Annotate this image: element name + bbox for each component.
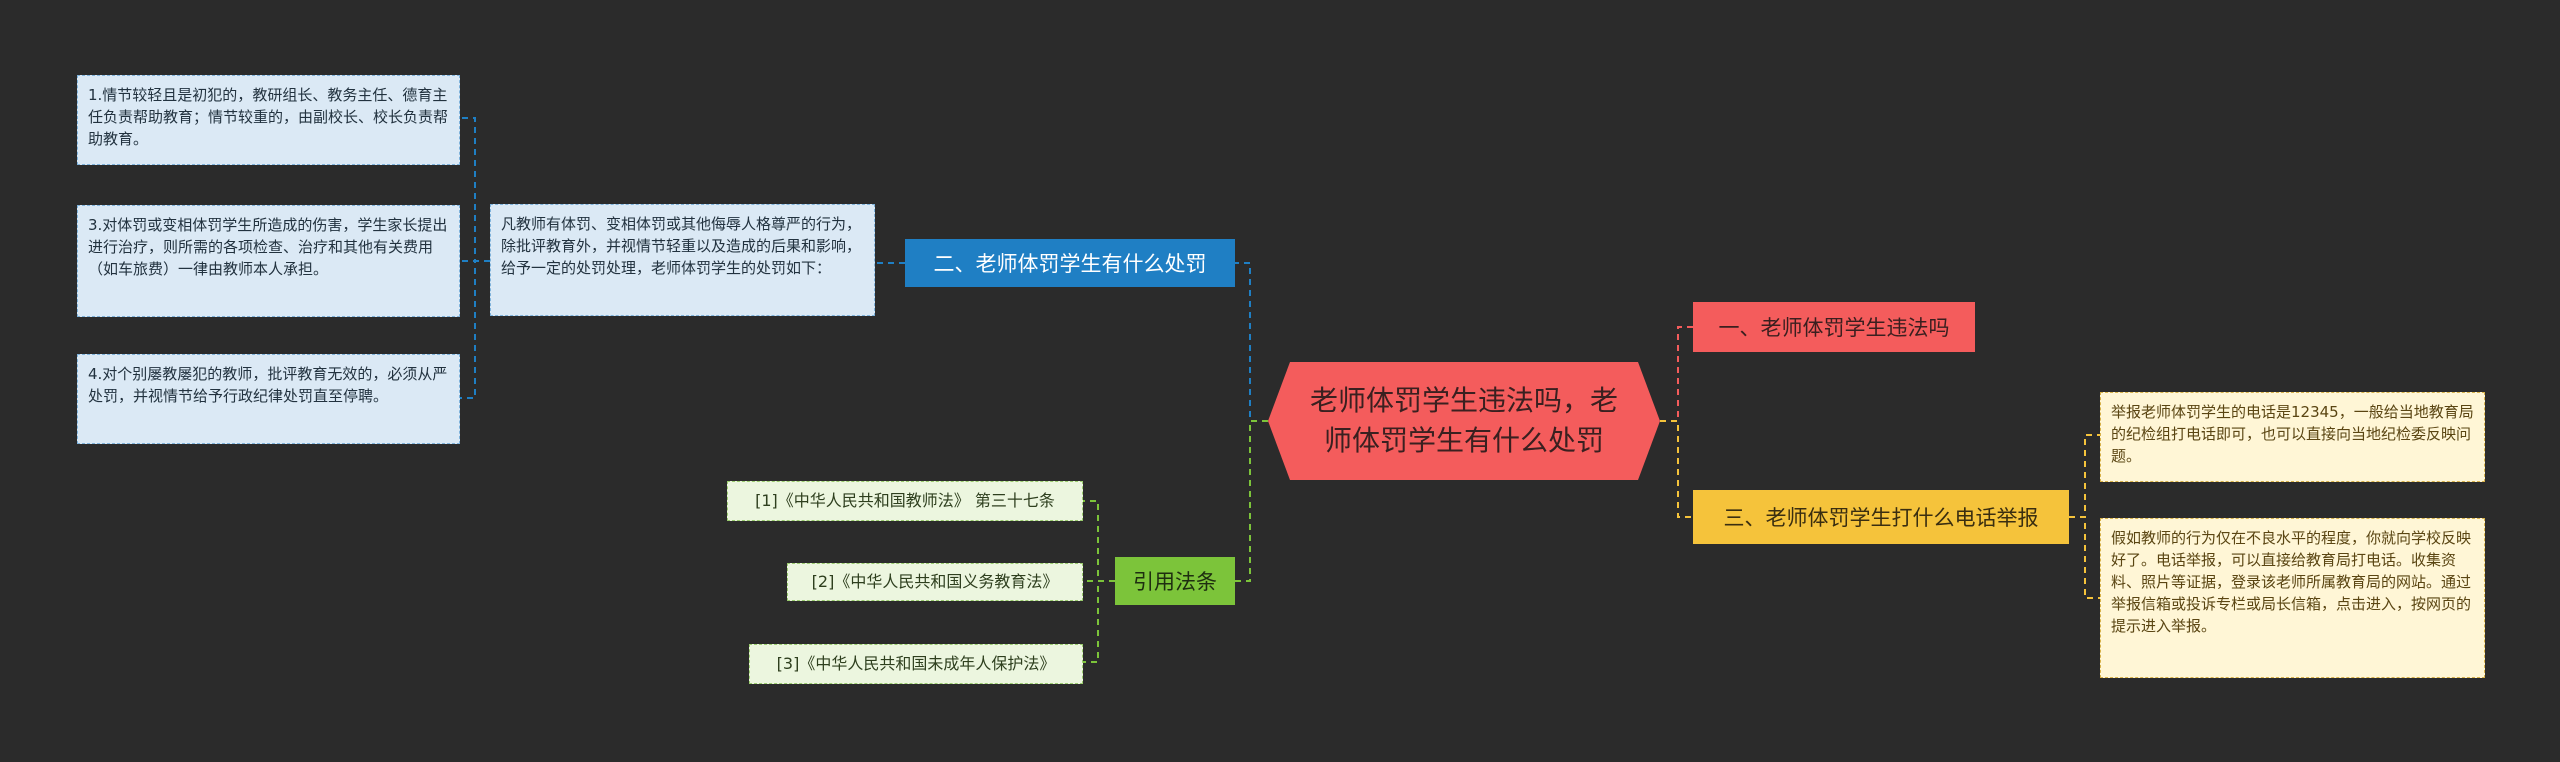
punishment-item-1[interactable]: 1.情节较轻且是初犯的，教研组长、教务主任、德育主任负责帮助教育；情节较重的，由… (77, 75, 460, 165)
reference-item-2[interactable]: [2]《中华人民共和国义务教育法》 (787, 563, 1083, 601)
branch-report-phone[interactable]: 三、老师体罚学生打什么电话举报 (1693, 490, 2069, 544)
branch-illegal[interactable]: 一、老师体罚学生违法吗 (1693, 302, 1975, 352)
punishment-item-3[interactable]: 3.对体罚或变相体罚学生所造成的伤害，学生家长提出进行治疗，则所需的各项检查、治… (77, 205, 460, 317)
report-item-phone[interactable]: 举报老师体罚学生的电话是12345，一般给当地教育局的纪检组打电话即可，也可以直… (2100, 392, 2485, 482)
punishment-intro[interactable]: 凡教师有体罚、变相体罚或其他侮辱人格尊严的行为，除批评教育外，并视情节轻重以及造… (490, 204, 875, 316)
reference-item-3[interactable]: [3]《中华人民共和国未成年人保护法》 (749, 644, 1083, 684)
branch-legal-references[interactable]: 引用法条 (1115, 557, 1235, 605)
punishment-item-4[interactable]: 4.对个别屡教屡犯的教师，批评教育无效的，必须从严处罚，并视情节给予行政纪律处罚… (77, 354, 460, 444)
root-topic[interactable]: 老师体罚学生违法吗，老师体罚学生有什么处罚 (1268, 362, 1660, 480)
reference-item-1[interactable]: [1]《中华人民共和国教师法》 第三十七条 (727, 481, 1083, 521)
report-item-steps[interactable]: 假如教师的行为仅在不良水平的程度，你就向学校反映好了。电话举报，可以直接给教育局… (2100, 518, 2485, 678)
branch-punishment[interactable]: 二、老师体罚学生有什么处罚 (905, 239, 1235, 287)
